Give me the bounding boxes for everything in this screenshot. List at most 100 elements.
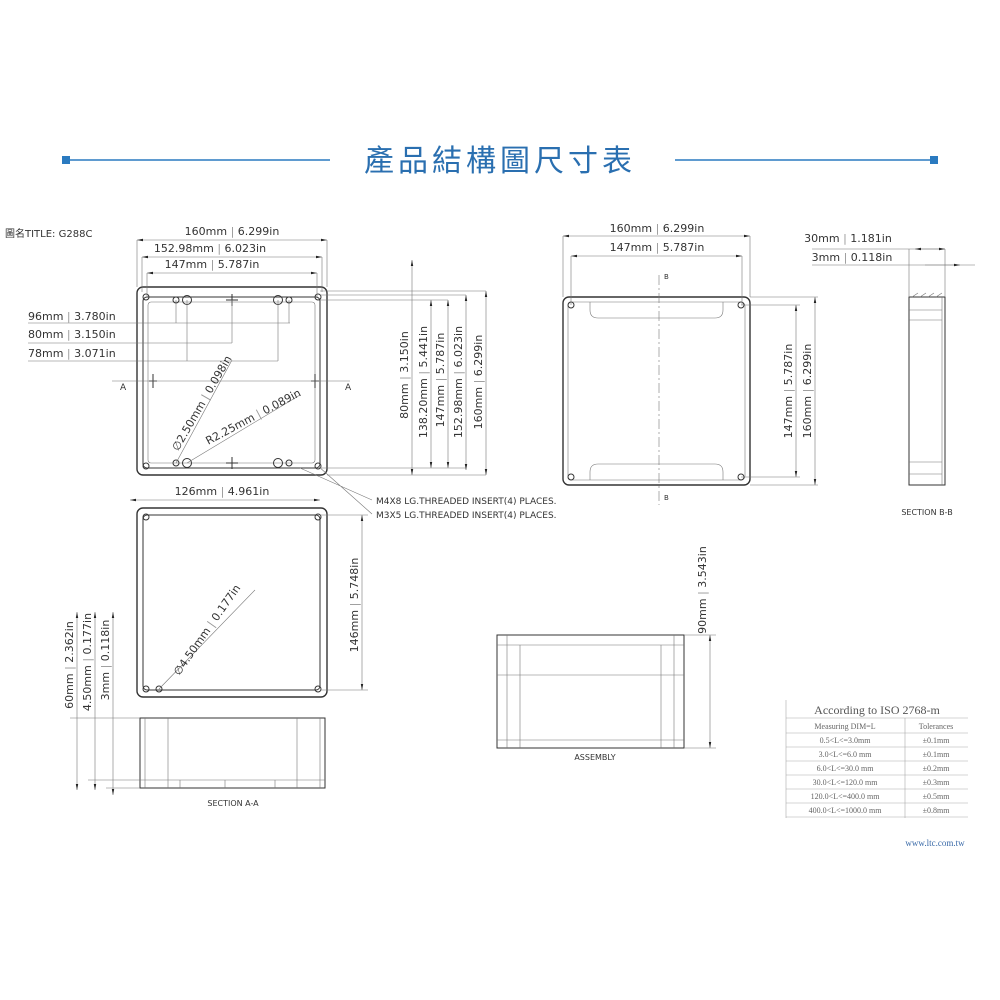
table-header-dim: Measuring DIM=L — [814, 722, 875, 731]
dimension-inch: 0.098in — [203, 353, 235, 395]
table-cell-tolerance: ±0.5mm — [923, 792, 951, 801]
insert-note-m4: M4X8 LG.THREADED INSERT(4) PLACES. — [376, 497, 557, 507]
dimension-separator: | — [63, 328, 74, 341]
dimension-label: 3mm | 0.118in — [99, 620, 112, 701]
dimension-label: 160mm | 6.299in — [801, 344, 814, 439]
section-mark-a-left: A — [120, 383, 127, 393]
dimension-inch: 0.118in — [851, 251, 893, 264]
dimension-inch: 5.441in — [417, 326, 430, 368]
assembly-label: ASSEMBLY — [574, 753, 615, 762]
dimension-inch: 2.362in — [63, 621, 76, 663]
dimension-label: 152.98mm | 6.023in — [452, 326, 465, 438]
table-title: According to ISO 2768-m — [814, 703, 940, 717]
dimension-label: ∅4.50mm | 0.177in — [171, 582, 243, 678]
dimension-label: 160mm | 6.299in — [472, 335, 485, 430]
dimension-separator: | — [63, 310, 74, 323]
dimension-label: 4.50mm | 0.177in — [81, 613, 94, 711]
dimension-mm: 4.50mm — [81, 665, 94, 711]
top-view: A A M4X8 LG.THREADED INSERT(4) PLACES. M… — [28, 238, 557, 521]
dimension-separator: | — [81, 654, 94, 665]
table-cell-tolerance: ±0.1mm — [923, 750, 951, 759]
assembly-view: ASSEMBLY — [496, 634, 716, 762]
dimension-label: 147mm | 5.787in — [610, 241, 705, 254]
table-cell-tolerance: ±0.1mm — [923, 736, 951, 745]
dimension-mm: 90mm — [696, 598, 709, 633]
dimension-label: 78mm | 3.071in — [28, 347, 116, 360]
dimension-label: 30mm | 1.181in — [804, 232, 892, 245]
dimension-label: 152.98mm | 6.023in — [154, 242, 266, 255]
dimension-label: 146mm | 5.748in — [348, 558, 361, 653]
table-cell-tolerance: ±0.2mm — [923, 764, 951, 773]
dimension-label: 126mm | 4.961in — [175, 485, 270, 498]
dimension-inch: 3.150in — [74, 328, 116, 341]
dimension-separator: | — [398, 373, 411, 384]
dimension-label: 147mm | 5.787in — [782, 344, 795, 439]
dimension-separator: | — [801, 385, 814, 396]
header-square-left — [62, 156, 70, 164]
dimension-separator: | — [652, 222, 663, 235]
dimension-label: 96mm | 3.780in — [28, 310, 116, 323]
dimension-separator: | — [214, 242, 225, 255]
dimension-inch: 6.299in — [663, 222, 705, 235]
bottom-view: SECTION A-A — [70, 498, 368, 808]
dimension-inch: 5.787in — [663, 241, 705, 254]
section-mark-b-top: B — [664, 273, 669, 281]
dimension-mm: 78mm — [28, 347, 63, 360]
table-cell-range: 400.0<L<=1000.0 mm — [809, 806, 883, 815]
section-b-b-view: SECTION B-B — [812, 247, 975, 517]
dimension-mm: 160mm — [801, 396, 814, 438]
dimension-mm: 126mm — [175, 485, 217, 498]
dimension-inch: 5.787in — [782, 344, 795, 386]
dimension-inch: 5.748in — [348, 558, 361, 600]
dimension-mm: ∅2.50mm — [169, 399, 208, 454]
dimension-separator: | — [452, 367, 465, 378]
dimension-label: 80mm | 3.150in — [28, 328, 116, 341]
dimension-mm: 147mm — [610, 241, 652, 254]
dimension-separator: | — [348, 599, 361, 610]
dimension-mm: 147mm — [165, 258, 207, 271]
dimension-inch: 0.177in — [81, 613, 94, 655]
dimension-inch: 3.780in — [74, 310, 116, 323]
section-mark-b-bottom: B — [664, 494, 669, 502]
dimension-label: 138.20mm | 5.441in — [417, 326, 430, 438]
dimension-label: 90mm | 3.543in — [696, 546, 709, 634]
table-header-tolerance: Tolerances — [919, 722, 954, 731]
dimension-separator: | — [652, 241, 663, 254]
table-cell-range: 30.0<L<=120.0 mm — [813, 778, 879, 787]
table-cell-range: 3.0<L<=6.0 mm — [819, 750, 873, 759]
dimension-label: 80mm | 3.150in — [398, 331, 411, 419]
dimension-mm: 160mm — [472, 387, 485, 429]
dimension-inch: 3.543in — [696, 546, 709, 588]
dimension-mm: R2.25mm — [204, 411, 257, 448]
dimension-inch: 4.961in — [228, 485, 270, 498]
table-cell-tolerance: ±0.8mm — [923, 806, 951, 815]
dimension-label: 147mm | 5.787in — [434, 333, 447, 428]
dimension-separator: | — [63, 663, 76, 674]
dimension-separator: | — [840, 232, 851, 245]
dimension-inch: 6.299in — [472, 335, 485, 377]
table-cell-tolerance: ±0.3mm — [923, 778, 951, 787]
dimension-inch: 0.118in — [99, 620, 112, 662]
dimension-mm: 160mm — [185, 225, 227, 238]
dimension-separator: | — [434, 374, 447, 385]
dimension-label: 3mm | 0.118in — [812, 251, 893, 264]
dimension-mm: 147mm — [782, 396, 795, 438]
dimension-inch: 3.150in — [398, 331, 411, 373]
section-mark-a-right: A — [345, 383, 352, 393]
dimension-mm: 160mm — [610, 222, 652, 235]
dimension-separator: | — [217, 485, 228, 498]
table-cell-range: 120.0<L<=400.0 mm — [811, 792, 881, 801]
dimension-inch: 6.299in — [801, 344, 814, 386]
table-cell-range: 6.0<L<=30.0 mm — [817, 764, 875, 773]
dimension-label: 60mm | 2.362in — [63, 621, 76, 709]
dimension-inch: 1.181in — [850, 232, 892, 245]
dimension-mm: 80mm — [398, 383, 411, 418]
dimension-mm: 96mm — [28, 310, 63, 323]
dimension-inch: 3.071in — [74, 347, 116, 360]
dimension-inch: 6.299in — [238, 225, 280, 238]
drawing-title: 圖名TITLE: G288C — [5, 227, 92, 240]
dimension-separator: | — [696, 588, 709, 599]
dimension-separator: | — [207, 258, 218, 271]
website-link[interactable]: www.ltc.com.tw — [905, 838, 965, 848]
